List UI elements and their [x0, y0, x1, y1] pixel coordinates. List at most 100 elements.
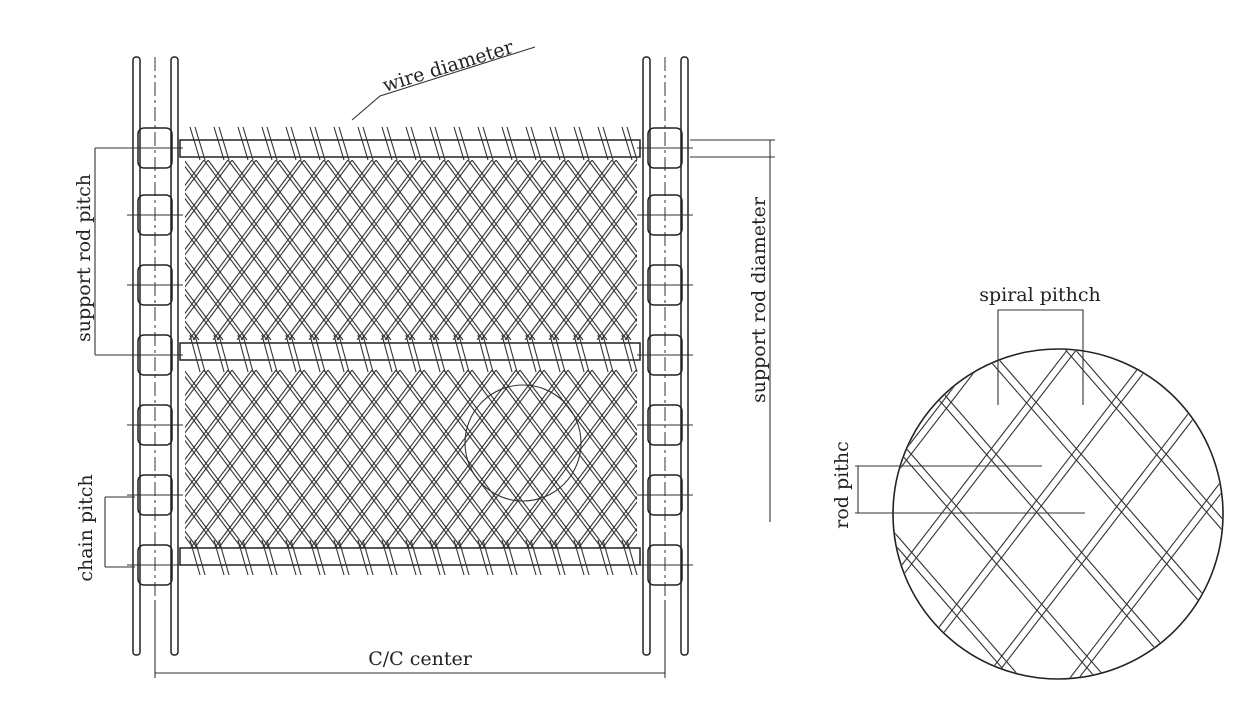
mesh-wire: [336, 160, 473, 340]
mesh-wire: [227, 370, 362, 548]
spiral-coil: [261, 126, 278, 161]
mesh-wire: [185, 160, 229, 219]
detail-wire: [1233, 140, 1255, 710]
mesh-wire: [203, 370, 338, 548]
mesh-wire: [611, 370, 637, 405]
mesh-wire: [227, 160, 364, 340]
mesh-wire: [279, 160, 416, 340]
mesh-wire: [327, 370, 462, 548]
mesh-wire: [303, 160, 440, 340]
detail-wire: [894, 350, 1222, 678]
mesh-wire: [185, 160, 253, 251]
mesh-wire: [519, 370, 637, 527]
mesh-wire: [218, 370, 353, 548]
mesh-wire: [591, 370, 637, 431]
mesh-wire: [491, 160, 628, 340]
mesh-wire: [452, 160, 589, 340]
mesh-wire: [371, 160, 508, 340]
detail-wire: [894, 350, 1139, 678]
mesh-wire: [482, 370, 617, 548]
mesh-wire: [515, 160, 637, 323]
detail-wire: [894, 350, 1222, 678]
chain-side-bar: [132, 56, 141, 656]
spiral-coil: [477, 126, 494, 161]
mesh-wire: [185, 160, 257, 256]
detail-wire: [894, 350, 1222, 678]
spiral-coil: [549, 126, 566, 161]
mesh-wire: [471, 370, 606, 548]
mesh-wire: [495, 160, 632, 340]
spiral-coil: [213, 126, 230, 161]
mesh-wire: [578, 469, 637, 548]
mesh-wire: [238, 370, 373, 548]
mesh-wire: [207, 160, 344, 340]
mesh-wire: [395, 160, 532, 340]
spiral-coil: [573, 334, 590, 373]
detail-wire: [894, 350, 1054, 678]
mesh-wire: [408, 160, 545, 340]
support-rod: [179, 342, 641, 361]
spiral-coil: [429, 334, 446, 373]
mesh-wire: [347, 160, 484, 340]
spiral-pitch-label: spiral pithch: [979, 284, 1101, 306]
detail-wire: [894, 350, 1129, 678]
mesh-wire: [351, 370, 486, 548]
mesh-wire: [185, 192, 296, 340]
mesh-wire: [264, 160, 401, 340]
mesh-wire: [185, 375, 314, 548]
mesh-panel: [0, 370, 842, 548]
mesh-wire: [347, 370, 482, 548]
mesh-wire: [712, 160, 847, 340]
wire-diameter-label: wire diameter: [380, 36, 517, 97]
mesh-wire: [0, 370, 132, 548]
mesh-wire: [236, 160, 373, 340]
mesh-wire: [399, 160, 536, 340]
spiral-coil: [261, 334, 278, 373]
mesh-wire: [185, 288, 224, 340]
cc-center-label: C/C center: [368, 648, 473, 670]
mesh-wire: [185, 370, 253, 461]
mesh-wire: [708, 370, 842, 548]
detail-wire: [894, 350, 968, 678]
detail-wire: [1052, 350, 1222, 678]
mesh-wire: [624, 323, 637, 340]
mesh-wire: [519, 160, 637, 317]
detail-wire: [894, 350, 1222, 678]
detail-wire: [0, 140, 448, 710]
mesh-wire: [185, 370, 229, 429]
mesh-wire: [434, 370, 569, 548]
mesh-wire: [185, 370, 281, 498]
mesh-wire: [185, 471, 242, 548]
mesh-wire: [323, 160, 460, 340]
spiral-coil: [189, 126, 206, 161]
mesh-wire: [185, 370, 318, 548]
chain-pitch-dimension: chain pitch: [75, 474, 135, 582]
mesh-wire: [45, 160, 180, 340]
mesh-wire: [491, 370, 626, 548]
mesh-wire: [255, 370, 390, 548]
mesh-wire: [3, 370, 137, 548]
mesh-wire: [188, 160, 325, 340]
detail-wire: [894, 350, 1044, 678]
mesh-wire: [423, 160, 560, 340]
mesh-wire: [406, 370, 541, 548]
spiral-coil: [189, 334, 206, 373]
mesh-wire: [262, 370, 397, 548]
mesh-wire: [185, 160, 209, 192]
mesh-wire: [375, 370, 510, 548]
detail-marker-circle: [464, 384, 582, 502]
spiral-coil: [381, 334, 398, 373]
mesh-wire: [185, 498, 222, 548]
mesh-wire: [356, 160, 493, 340]
mesh-wire: [615, 160, 637, 189]
mesh-wire: [615, 370, 637, 399]
mesh-wire: [410, 370, 545, 548]
mesh-wire: [299, 370, 434, 548]
spiral-coil: [501, 334, 518, 373]
detail-wire: [1061, 350, 1222, 678]
mesh-wire: [185, 224, 272, 340]
mesh-wire: [404, 160, 541, 340]
mesh-wire: [216, 160, 353, 340]
mesh-wire: [242, 370, 377, 548]
